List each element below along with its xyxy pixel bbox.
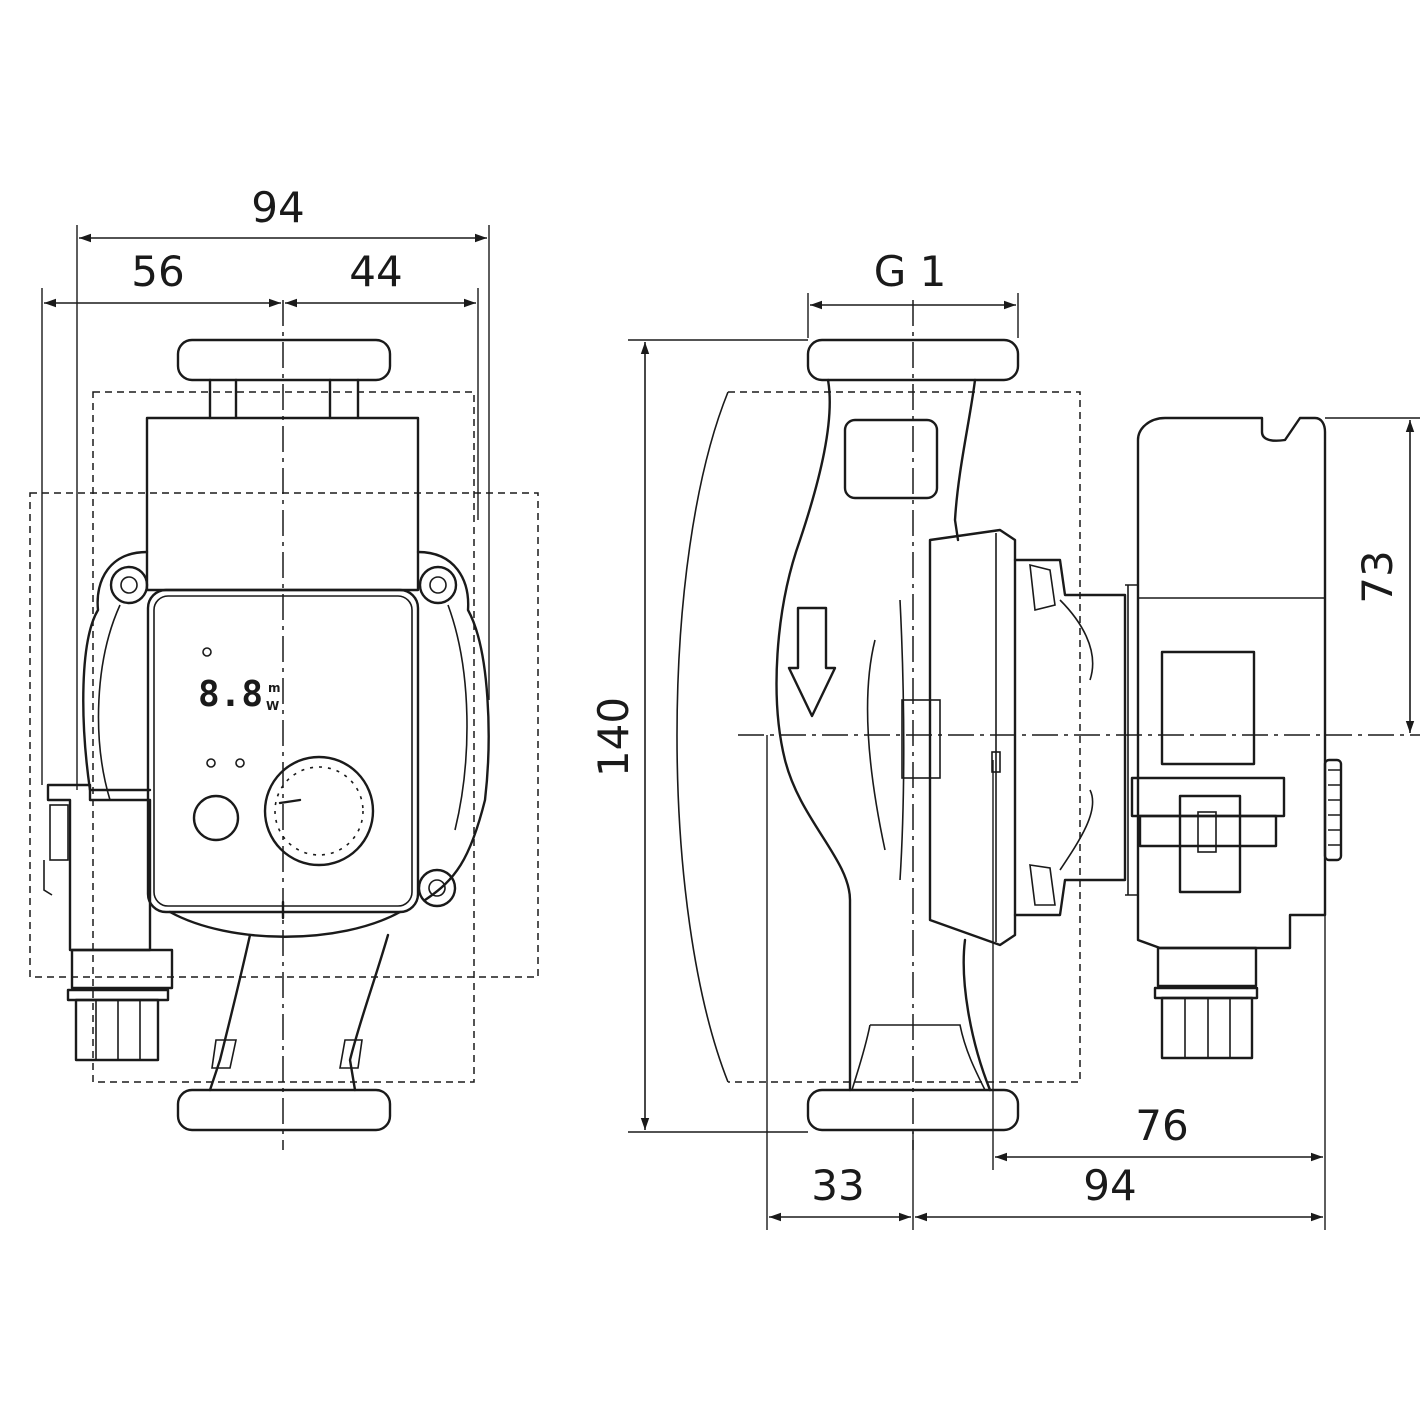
bolt-top-right <box>418 565 458 605</box>
display-unit-m: m <box>268 681 281 695</box>
body-inner-left <box>97 604 121 801</box>
body-inner-right <box>447 604 468 831</box>
flow-direction-arrow-icon <box>787 606 837 718</box>
led-indicator-2 <box>235 758 245 768</box>
display-degree-dot <box>202 647 212 657</box>
dim-label-140: 140 <box>589 697 638 777</box>
clip-left <box>211 1039 237 1069</box>
center-slot <box>901 699 941 779</box>
top-neck <box>208 378 360 420</box>
dim-label-73: 73 <box>1353 550 1402 603</box>
ext-lines-140 <box>628 339 808 1133</box>
bolt-top-left <box>109 565 149 605</box>
lower-housing-curve <box>168 910 402 938</box>
volute-bottom-inner <box>851 1024 986 1091</box>
dim-label-94-front: 94 <box>251 183 304 232</box>
display-unit-w: W <box>266 699 279 713</box>
outlet-right-leg <box>348 933 390 1092</box>
front-view: 8.8 m W <box>29 183 539 1150</box>
dim-label-76: 76 <box>1135 1101 1188 1150</box>
side-envelope-outline <box>728 391 1081 1083</box>
led-indicator-1 <box>206 758 216 768</box>
side-top-flange <box>806 338 1020 382</box>
body-right-outline <box>416 550 490 902</box>
volute-internal-lines <box>866 599 905 881</box>
dim-label-44: 44 <box>349 247 402 296</box>
dim-label-g1: G 1 <box>874 247 947 296</box>
volute-right-bottom <box>962 938 992 1092</box>
led-display: 8.8 m W <box>198 647 281 715</box>
motor-body <box>1013 558 1127 917</box>
body-left-outline <box>82 550 152 792</box>
control-button <box>192 794 240 842</box>
inlet-window <box>843 418 939 500</box>
module-window <box>1160 650 1256 766</box>
dial-pointer <box>278 798 302 805</box>
clip-right <box>339 1039 363 1069</box>
flange-marker <box>991 751 1001 773</box>
outlet-left-leg <box>208 933 252 1092</box>
display-digits: 8.8 <box>198 674 263 715</box>
front-wide-envelope-outline <box>29 492 539 978</box>
motor-ribs <box>1059 599 1094 871</box>
control-dial <box>263 755 375 867</box>
electronic-module-housing <box>1136 416 1327 950</box>
ext-lines-g1 <box>807 293 1019 338</box>
bottom-flange <box>176 1088 392 1132</box>
upper-housing <box>145 416 420 592</box>
top-flange <box>176 338 392 382</box>
cable-connector <box>43 783 174 1062</box>
motor-flange-plate <box>928 528 1017 947</box>
volute-right-top <box>953 378 977 542</box>
knob-knurl <box>1328 769 1340 846</box>
side-curved-front <box>676 391 729 1083</box>
dim-label-94-side: 94 <box>1083 1161 1136 1210</box>
dim-label-56: 56 <box>131 247 184 296</box>
module-mount <box>1125 584 1138 896</box>
volute-left-edge <box>775 378 852 1092</box>
side-view: G 1 140 73 76 33 94 <box>589 247 1420 1230</box>
motor-bolts-side <box>1029 563 1056 906</box>
module-connector <box>1130 776 1286 1060</box>
side-knob <box>1323 758 1343 862</box>
bolt-bottom-right <box>417 868 457 908</box>
dim-label-33: 33 <box>811 1161 864 1210</box>
